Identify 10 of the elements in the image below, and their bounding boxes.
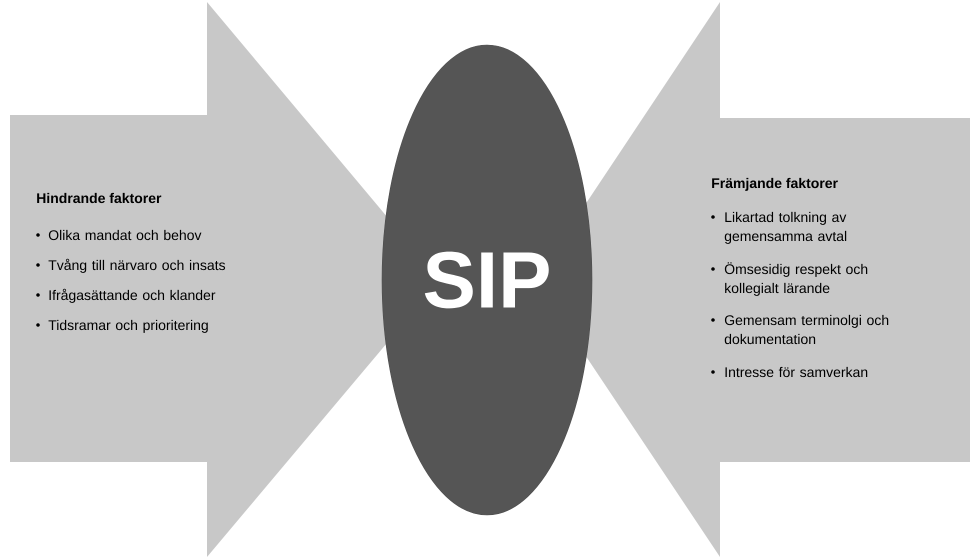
bullet-item: Likartad tolkning av gemensamma avtal xyxy=(711,212,846,244)
bullet-item: Olika mandat och behov xyxy=(36,230,202,240)
heading: Främjande faktorer xyxy=(712,178,838,191)
bullet-item: Gemensam terminolgi och dokumentation xyxy=(711,314,888,344)
bullet-item: Tidsramar och prioritering xyxy=(36,320,208,333)
heading: Hindrande faktorer xyxy=(37,192,162,204)
bullet-item: Tvång till närvaro och insats xyxy=(36,258,226,273)
bullet-item: Ifrågasättande och klander xyxy=(36,288,216,303)
bullet-item: Ömsesidig respekt och kollegialt lärande xyxy=(711,262,868,296)
bullet-item: Intresse för samverkan xyxy=(711,366,868,378)
